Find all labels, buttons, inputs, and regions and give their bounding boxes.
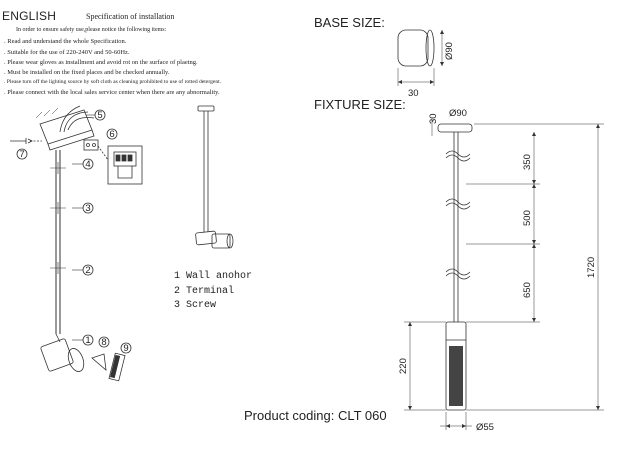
product-coding: Product coding: CLT 060 bbox=[244, 408, 387, 423]
base-body bbox=[397, 29, 429, 67]
intro-text: In order to ensure safety use,please not… bbox=[16, 27, 167, 33]
fixture-size-title: FIXTURE SIZE: bbox=[314, 97, 406, 112]
callout-8 bbox=[98, 336, 110, 348]
fixture-sketch bbox=[195, 105, 234, 249]
fixture-top-diameter: Ø90 bbox=[449, 108, 467, 119]
instruction-item: . Please wear gloves as installment and … bbox=[4, 59, 198, 66]
callout-text: 3 bbox=[85, 203, 90, 214]
instruction-item: . Please connect with the local sales se… bbox=[4, 89, 220, 96]
dim-650: 650 bbox=[522, 282, 533, 298]
callouts bbox=[16, 109, 132, 354]
callout-text: 8 bbox=[101, 337, 106, 348]
bulb-icon bbox=[91, 353, 107, 371]
callout-text: 1 bbox=[85, 335, 90, 346]
base-diameter-label: Ø90 bbox=[444, 42, 455, 60]
callout-labels: 5 6 7 4 3 2 1 8 9 bbox=[19, 110, 128, 354]
callout-7 bbox=[16, 148, 28, 160]
fixture-drawing bbox=[404, 118, 604, 430]
instruction-item: . Must be installed on the fixed places … bbox=[4, 69, 170, 76]
spec-title: Specification of installation bbox=[86, 12, 175, 21]
terminal-detail-box bbox=[107, 145, 143, 185]
sketch-base bbox=[197, 105, 215, 112]
dim-1720: 1720 bbox=[586, 257, 597, 278]
base-drawing bbox=[397, 29, 444, 86]
callout-text: 7 bbox=[19, 149, 24, 160]
callout-text: 2 bbox=[85, 265, 90, 276]
legend-item: 1 Wall anohor bbox=[174, 271, 253, 282]
callout-text: 6 bbox=[109, 129, 114, 140]
callout-text: 5 bbox=[97, 110, 102, 121]
wire bbox=[59, 105, 81, 133]
base-height-label: 30 bbox=[408, 88, 419, 99]
fixture-top-height: 30 bbox=[428, 113, 439, 124]
callout-6 bbox=[106, 128, 118, 140]
ceiling-plate-edge bbox=[47, 129, 95, 151]
instruction-item: . Please turn off the lighting source by… bbox=[4, 79, 222, 85]
installation-diagram bbox=[10, 105, 143, 382]
dim-350: 350 bbox=[522, 154, 533, 170]
base-size-title: BASE SIZE: bbox=[314, 15, 385, 30]
parts-legend: 1 Wall anohor 2 Terminal 3 Screw bbox=[174, 270, 252, 314]
screw-icon bbox=[10, 138, 33, 144]
callout-text: 4 bbox=[85, 159, 90, 170]
sketch-head bbox=[195, 230, 217, 246]
lamp-cover bbox=[108, 352, 126, 382]
legend-item: 3 Screw bbox=[174, 300, 217, 311]
instruction-item: . Read and understand the whole Specific… bbox=[4, 38, 127, 45]
dim-220: 220 bbox=[398, 358, 409, 374]
instruction-item: . Suitable for the use of 220-240V and 5… bbox=[4, 49, 130, 56]
callout-text: 9 bbox=[123, 343, 128, 354]
wire bbox=[67, 117, 95, 131]
terminal-block bbox=[83, 139, 99, 151]
dim-500: 500 bbox=[522, 210, 533, 226]
legend-item: 2 Terminal bbox=[174, 285, 235, 297]
language-heading: ENGLISH bbox=[2, 9, 57, 23]
fixture-lamp bbox=[445, 321, 467, 411]
wire bbox=[63, 111, 89, 133]
fixture-base bbox=[437, 123, 473, 133]
callout-9 bbox=[120, 342, 132, 354]
fixture-bottom-diameter: Ø55 bbox=[476, 422, 494, 433]
